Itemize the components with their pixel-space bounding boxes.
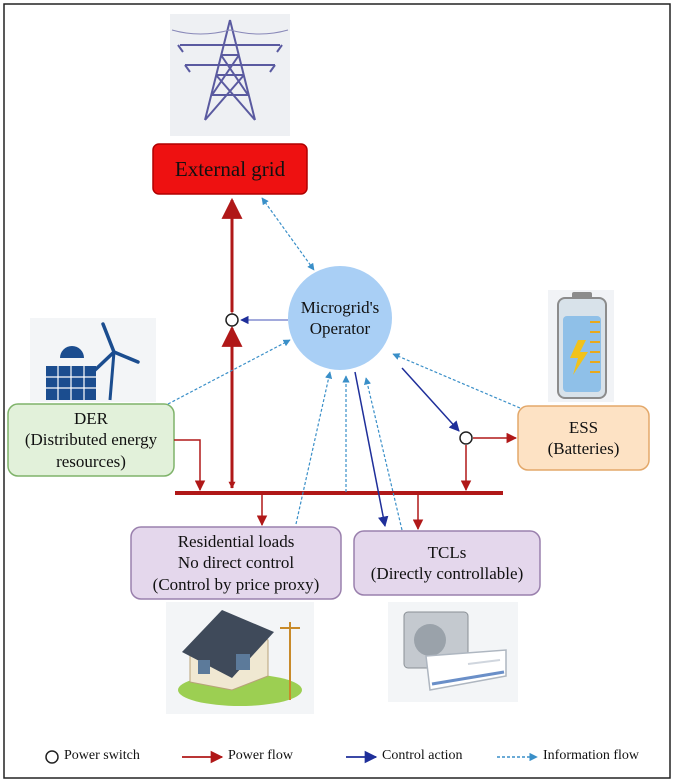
information-flows xyxy=(167,197,521,531)
ess-box xyxy=(517,405,650,471)
info-grid-operator xyxy=(261,197,315,271)
legend-control-label: Control action xyxy=(382,748,463,763)
external-grid-label: External grid xyxy=(153,144,307,194)
der-text-1: DER xyxy=(74,409,108,429)
control-ess-switch xyxy=(401,367,460,432)
ess-text-2: (Batteries) xyxy=(547,439,620,458)
tcl-label: TCLs (Directly controllable) xyxy=(354,531,540,595)
operator-label: Microgrid's Operator xyxy=(288,290,392,346)
tcl-text-1: TCLs xyxy=(427,542,467,562)
residential-text-1: Residential loads xyxy=(177,532,295,552)
battery-icon xyxy=(548,290,614,402)
tcl-box xyxy=(353,530,541,596)
operator-text-1: Microgrid's xyxy=(300,297,380,317)
der-power-flow xyxy=(174,439,206,492)
solar-wind-icon xyxy=(30,318,156,402)
residential-text-2: No direct control xyxy=(177,553,295,573)
control-tcl xyxy=(354,371,389,528)
grid-power-switch xyxy=(225,313,239,327)
residential-label: Residential loads No direct control (Con… xyxy=(131,527,341,599)
control-actions xyxy=(240,315,460,528)
operator-circle xyxy=(288,266,392,370)
legend-info-label: Information flow xyxy=(543,748,640,763)
power-flows xyxy=(174,197,518,531)
outer-frame xyxy=(3,3,671,779)
der-text-2: (Distributed energy xyxy=(24,430,158,450)
external-grid-text: External grid xyxy=(174,156,286,181)
info-tcl-up xyxy=(363,377,403,531)
residential-text-3: (Control by price proxy) xyxy=(152,574,320,594)
ess-label: ESS (Batteries) xyxy=(518,406,649,470)
air-conditioner-icon xyxy=(388,602,518,702)
der-text-3: resources) xyxy=(56,451,126,471)
external-grid-box xyxy=(152,143,308,195)
legend-power-label: Power flow xyxy=(228,748,293,763)
house-icon xyxy=(166,602,314,714)
legend-switch-label: Power switch xyxy=(64,748,140,763)
ess-text-1: ESS xyxy=(568,417,599,437)
legend xyxy=(45,750,538,764)
info-der-operator xyxy=(167,339,291,405)
legend-switch-icon xyxy=(45,750,59,764)
info-ess-operator xyxy=(392,353,521,409)
transmission-tower-icon xyxy=(170,14,290,136)
ess-power-switch xyxy=(459,431,473,445)
residential-box xyxy=(130,526,342,600)
operator-text-2: Operator xyxy=(309,319,371,338)
tcl-text-2: (Directly controllable) xyxy=(370,564,524,583)
der-label: DER (Distributed energy resources) xyxy=(8,404,174,476)
info-residential-up xyxy=(295,371,333,525)
